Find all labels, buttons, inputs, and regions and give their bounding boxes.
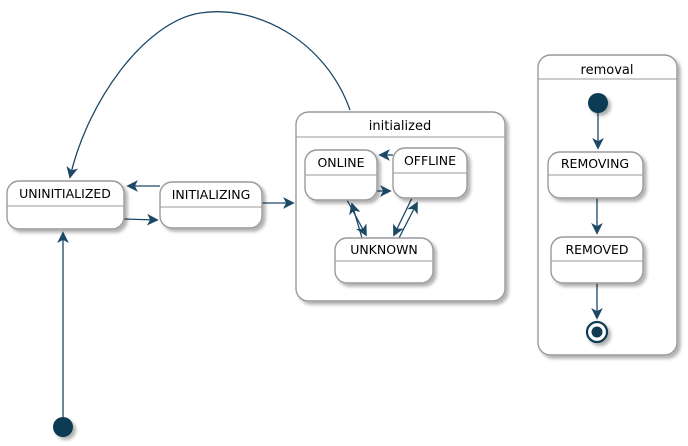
state-offline: OFFLINE — [392, 147, 468, 199]
composite-initialized-title: initialized — [369, 119, 431, 134]
initial-state-icon — [53, 417, 73, 437]
edge-unknown-to-offline — [398, 201, 418, 239]
state-initializing-label: INITIALIZING — [172, 187, 251, 202]
state-offline-label: OFFLINE — [404, 153, 456, 168]
state-removed: REMOVED — [550, 236, 644, 284]
state-unknown-label: UNKNOWN — [350, 242, 418, 257]
state-online: ONLINE — [304, 149, 378, 201]
edge-unknown-to-online — [349, 202, 363, 239]
state-removed-label: REMOVED — [565, 242, 628, 257]
state-uninitialized-label: UNINITIALIZED — [19, 186, 111, 201]
state-initializing-box — [159, 181, 263, 229]
transition-edges — [57, 11, 604, 417]
edge-initialized-to-uninitialized — [66, 11, 351, 179]
state-initializing: INITIALIZING — [159, 181, 263, 229]
removal-final-state-icon — [585, 320, 609, 344]
state-uninitialized-box — [6, 180, 125, 230]
composite-removal-title: removal — [581, 63, 634, 78]
state-removing: REMOVING — [547, 151, 644, 199]
edge-uninitialized-to-initializing — [123, 213, 159, 226]
state-removed-box — [550, 236, 644, 284]
final-state-dot — [591, 326, 603, 338]
state-uninitialized: UNINITIALIZED — [6, 180, 125, 230]
removal-initial-state-icon — [588, 93, 608, 113]
state-online-label: ONLINE — [317, 155, 364, 170]
state-unknown: UNKNOWN — [334, 237, 434, 284]
state-removing-label: REMOVING — [561, 156, 629, 171]
